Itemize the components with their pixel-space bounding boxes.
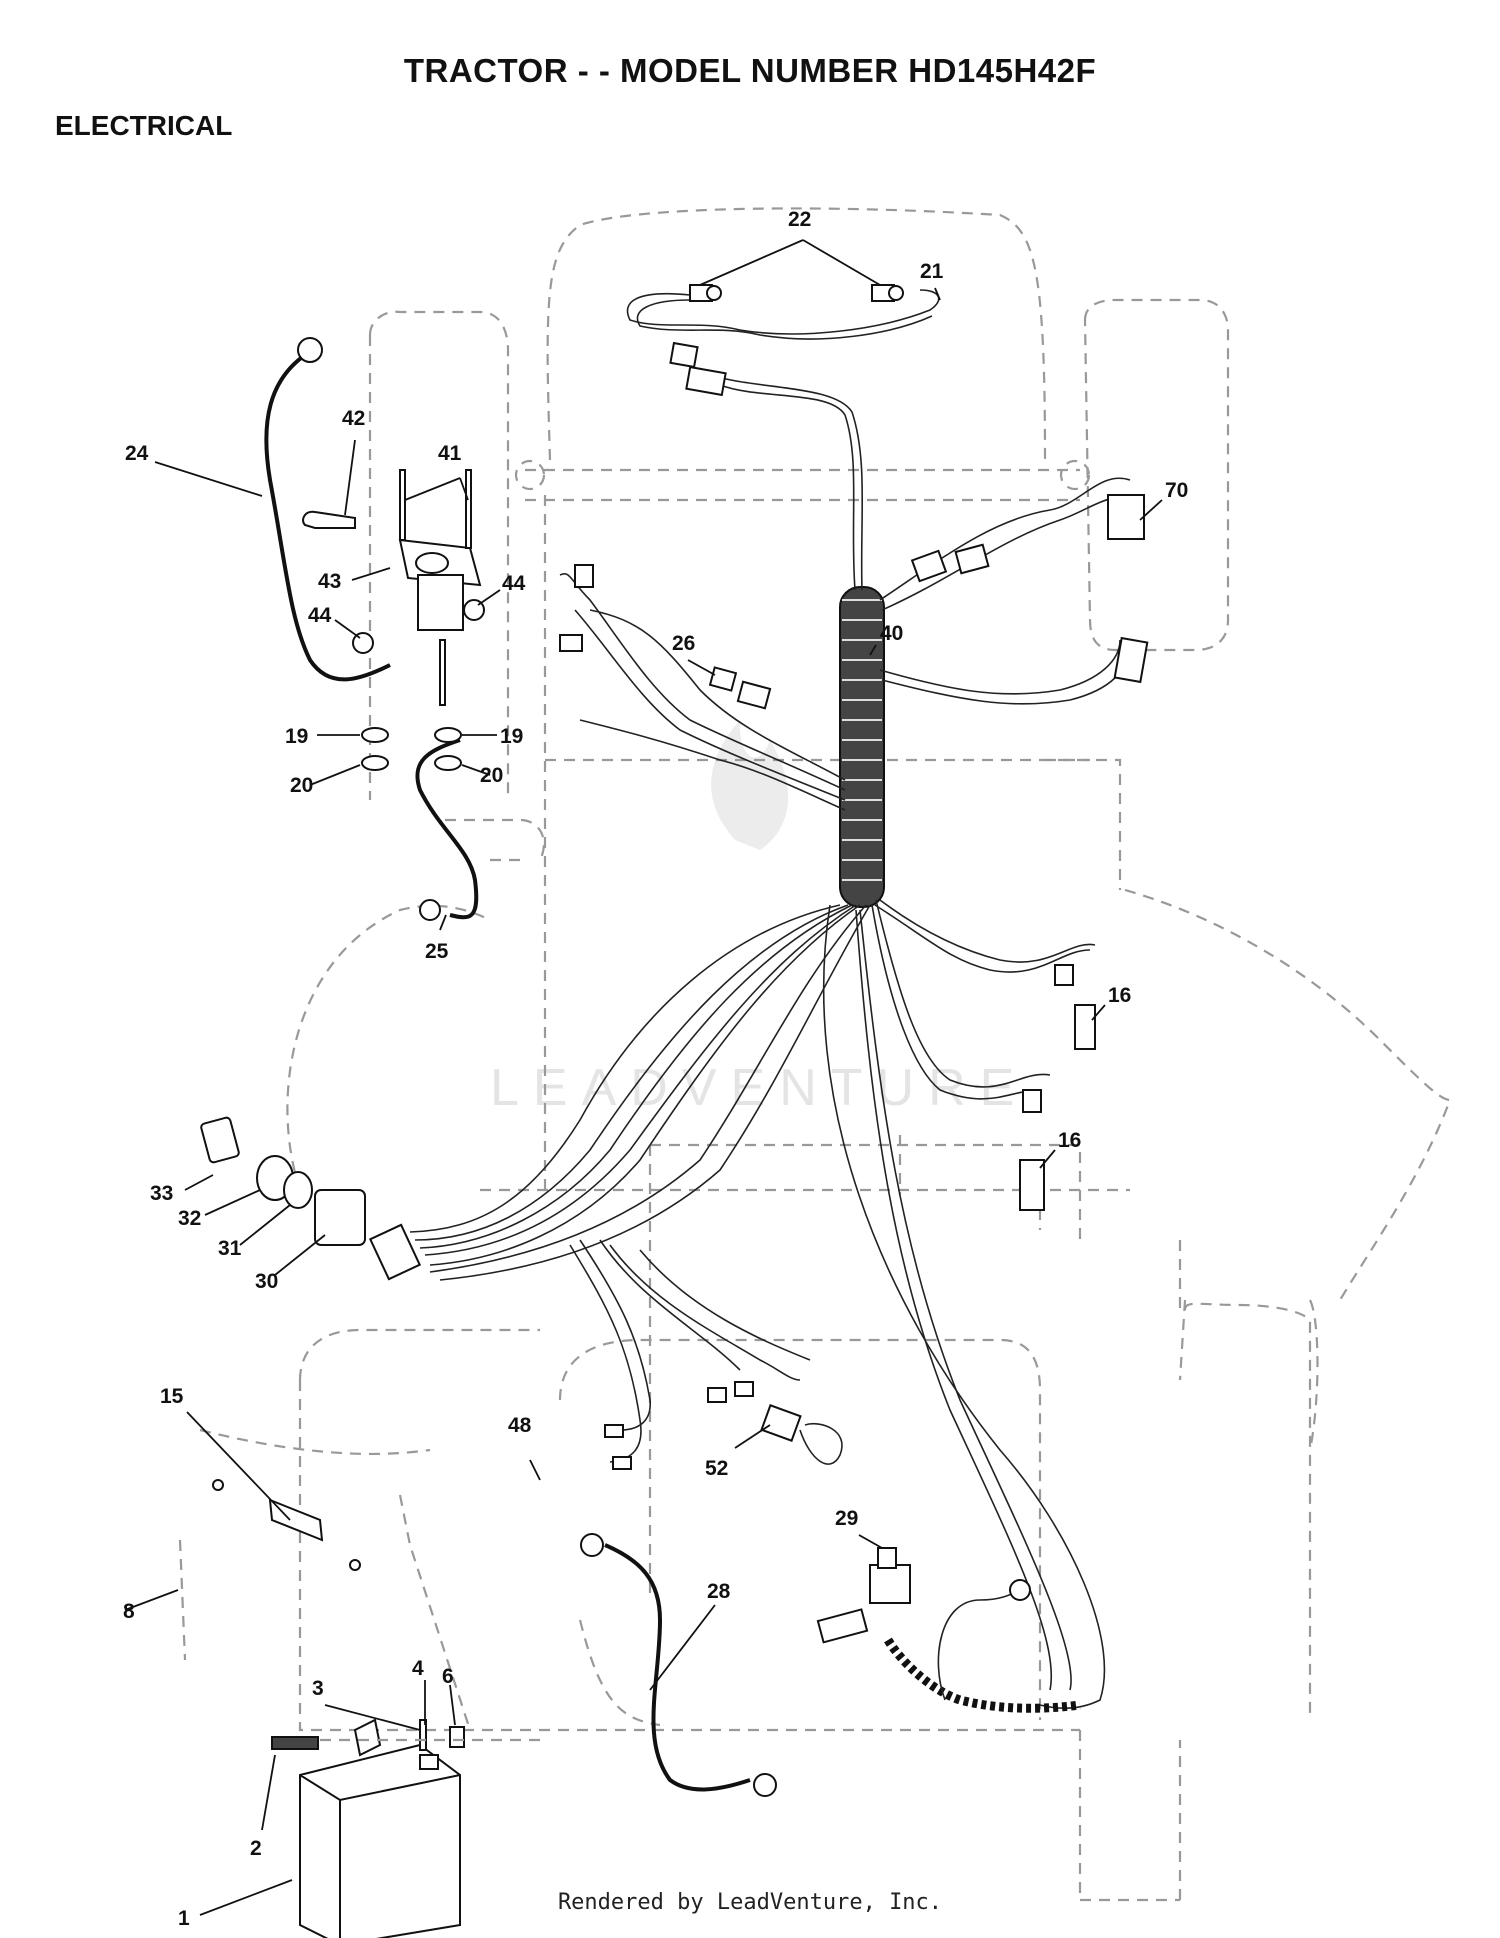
callout-33: 33 (150, 1182, 173, 1205)
cover-42 (302, 510, 356, 529)
ring-terminal (419, 899, 441, 921)
footer-credit: Rendered by LeadVenture, Inc. (557, 1890, 943, 1915)
bolt-41 (399, 469, 406, 541)
connector-socket (685, 365, 727, 397)
battery-cables (264, 337, 777, 1797)
headlight-harness-21 (626, 284, 940, 340)
solenoid-43 (302, 469, 485, 771)
callout-4: 4 (412, 1657, 424, 1680)
page-title: TRACTOR - - MODEL NUMBER HD145H42F (403, 52, 1097, 89)
seat-switch-52 (760, 1404, 843, 1465)
connector-terminal (734, 1381, 754, 1397)
callout-40: 40 (880, 622, 903, 645)
callout-41: 41 (438, 442, 462, 465)
switch-16-lower (1019, 1159, 1045, 1211)
connector-26 (736, 680, 772, 710)
ring-terminal (753, 1773, 777, 1797)
connector-plug (910, 549, 948, 583)
callout-24: 24 (125, 442, 149, 465)
callout-25: 25 (425, 940, 449, 963)
callout-16-upper: 16 (1108, 984, 1131, 1007)
callout-19-left: 19 (285, 725, 308, 748)
nut-6 (449, 1726, 465, 1748)
nut-20 (361, 755, 389, 771)
flame-logo-icon (711, 720, 789, 850)
connector-plug (1113, 636, 1149, 684)
battery-assembly (271, 1718, 540, 1938)
plug-wire-15 (268, 1498, 324, 1542)
nut-44 (352, 632, 374, 654)
callout-28: 28 (707, 1580, 731, 1603)
callout-19-right: 19 (500, 725, 523, 748)
callout-31: 31 (218, 1237, 242, 1260)
tractor-outline (286, 207, 1452, 1902)
connector-plug (1054, 964, 1074, 986)
ignition-switch-30 (314, 1189, 366, 1246)
callout-48: 48 (508, 1414, 532, 1437)
ring-terminal (297, 337, 323, 363)
switch-16-upper (1074, 1004, 1096, 1050)
callout-44-right: 44 (502, 572, 526, 595)
watermark: LEADVENTURE (490, 720, 1028, 1117)
battery-cable-28 (604, 1543, 751, 1792)
hold-down-3 (353, 1718, 382, 1757)
solenoid-body (417, 574, 464, 631)
ignition-connector (368, 1223, 422, 1281)
connector-terminal (707, 1387, 727, 1403)
bolt-2 (271, 1736, 319, 1750)
connector-26 (708, 666, 738, 692)
callout-52: 52 (705, 1457, 728, 1480)
callout-44-left: 44 (308, 604, 332, 627)
connector-terminal (604, 1424, 624, 1438)
connector-terminal (612, 1456, 632, 1470)
connector-plug (1022, 1089, 1042, 1113)
ignition-assembly (200, 1116, 366, 1246)
callout-15: 15 (160, 1385, 184, 1408)
callout-1: 1 (178, 1907, 190, 1930)
callout-22: 22 (788, 208, 811, 231)
callout-21: 21 (920, 260, 944, 283)
callout-30: 30 (255, 1270, 278, 1293)
harness-sheath-40 (839, 586, 885, 908)
callout-20-left: 20 (290, 774, 313, 797)
connector-plug (574, 564, 594, 588)
watermark-text: LEADVENTURE (490, 1059, 1028, 1117)
callout-2: 2 (250, 1837, 262, 1860)
ring-terminal (580, 1533, 604, 1557)
relay-70 (1107, 494, 1145, 540)
washer-19 (434, 727, 462, 743)
leader-lines (124, 239, 1163, 1916)
callout-16-lower: 16 (1058, 1129, 1081, 1152)
washer-4 (419, 1719, 427, 1751)
callout-26: 26 (672, 632, 695, 655)
nut-20 (434, 755, 462, 771)
callout-42: 42 (342, 407, 365, 430)
connector-plug (559, 634, 583, 652)
connector-plug (954, 543, 990, 575)
bolt-41 (465, 469, 472, 549)
nut-31 (283, 1171, 313, 1209)
callout-43: 43 (318, 570, 341, 593)
callout-20-right: 20 (480, 764, 503, 787)
harness-connectors (368, 341, 1149, 1470)
callout-3: 3 (312, 1677, 324, 1700)
ground-cable-24 (264, 353, 391, 682)
section-title: ELECTRICAL (55, 110, 233, 141)
cable-25 (415, 738, 479, 920)
callout-6: 6 (442, 1665, 454, 1688)
callout-29: 29 (835, 1507, 858, 1530)
callout-70: 70 (1165, 479, 1188, 502)
connector-plug (669, 341, 699, 369)
engine-area (178, 1428, 431, 1661)
callouts: 22 21 24 42 41 43 44 44 19 20 19 20 25 2… (123, 208, 1188, 1930)
callout-8: 8 (123, 1600, 135, 1623)
callout-32: 32 (178, 1207, 201, 1230)
washer-19 (361, 727, 389, 743)
key-33 (200, 1116, 240, 1164)
pto-switch-29 (816, 1547, 1081, 1713)
